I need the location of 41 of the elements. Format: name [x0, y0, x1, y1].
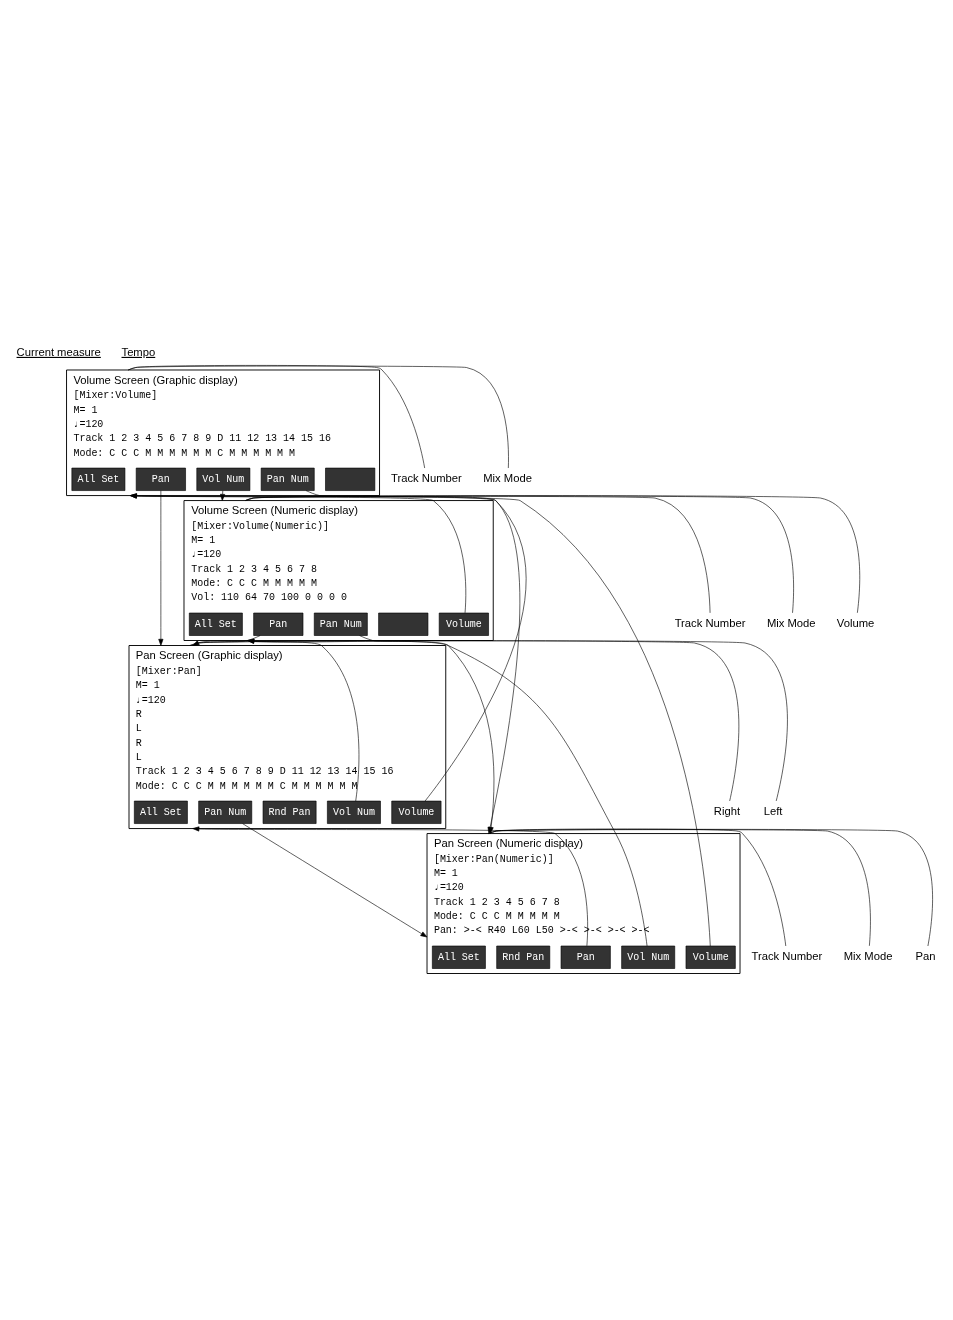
connector: [127, 365, 509, 468]
arrow: [157, 489, 163, 646]
node-box: All Set: [431, 945, 486, 969]
node-text: Track Number: [751, 949, 822, 962]
node-box: Vol Num: [196, 467, 250, 491]
node-box: Rnd Pan: [262, 800, 316, 824]
arrow: [246, 638, 359, 801]
arrow: [129, 492, 526, 801]
node-text: Left: [763, 804, 783, 817]
arrow: [219, 489, 225, 501]
node-box: Pan: [252, 612, 303, 636]
node-box: Vol Num: [620, 945, 675, 969]
arrow: [241, 822, 427, 937]
node-text: Pan: [915, 949, 936, 962]
node-box: Pan Num: [197, 800, 252, 824]
node-box: Volume: [685, 945, 736, 969]
label: Current measure: [16, 345, 101, 358]
node-box: Volume: [438, 612, 489, 636]
arrow: [246, 638, 647, 946]
node-box: [324, 467, 375, 491]
node-box: Vol Num: [326, 800, 381, 824]
label: Tempo: [121, 345, 155, 358]
node-box: Pan Num: [260, 467, 315, 491]
arrow: [129, 493, 711, 946]
node-box: All Set: [133, 800, 188, 824]
node-box: [377, 612, 428, 636]
node-text: Mix Mode: [766, 616, 816, 629]
node-box: All Set: [71, 467, 125, 491]
node-box: Volume: [390, 800, 441, 824]
node-box: Rnd Pan: [495, 945, 550, 969]
node-text: Mix Mode: [482, 471, 532, 484]
node-box: Pan: [560, 945, 611, 969]
node-text: Volume: [836, 616, 874, 629]
node-box: Pan: [135, 467, 186, 491]
node-box: All Set: [188, 612, 243, 636]
node-text: Track Number: [674, 616, 745, 629]
arrow: [129, 492, 466, 613]
node-box: Pan Num: [313, 612, 368, 636]
node-text: Track Number: [390, 471, 462, 484]
node-text: Right: [713, 804, 740, 817]
node-text: Mix Mode: [843, 949, 892, 962]
